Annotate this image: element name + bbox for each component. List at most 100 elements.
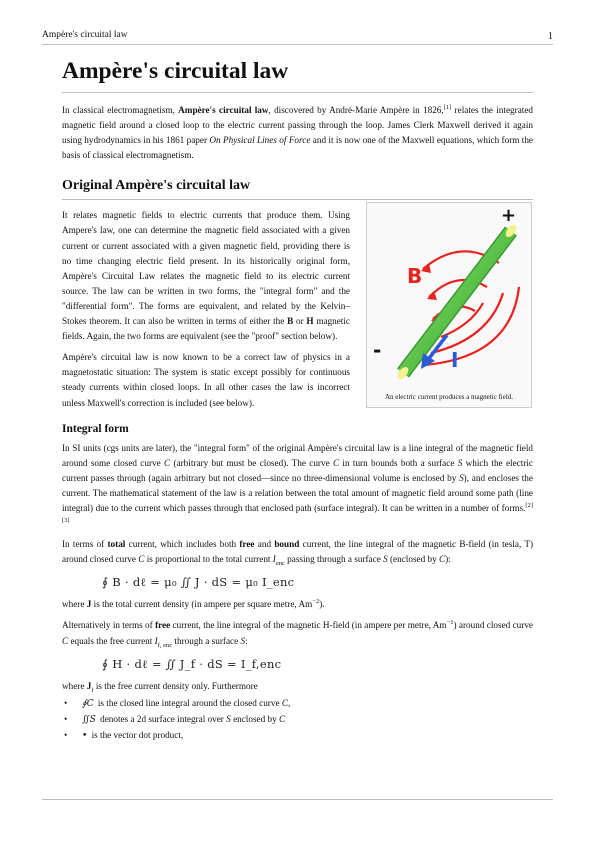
- reference-link[interactable]: [2][3]: [62, 501, 533, 524]
- term-total: total: [107, 539, 126, 550]
- var-C: C: [281, 697, 288, 708]
- term-free: free: [239, 539, 255, 550]
- arrow-head-icon: [427, 291, 437, 301]
- equation-ampere-B: ∮ B · dℓ = μ₀ ∬ J · dS = μ₀ I_enc: [102, 569, 533, 595]
- running-title: Ampère's circuital law: [42, 30, 128, 40]
- page-number: 1: [548, 31, 553, 42]
- body-text: current, the line integral of the magnet…: [170, 620, 447, 631]
- integral-paragraph-1: In SI units (cgs units are later), the "…: [62, 441, 533, 532]
- term-free: free: [155, 620, 171, 631]
- body-text: ), and encloses the current. The mathema…: [62, 472, 533, 513]
- integral-paragraph-3: where J is the total current density (in…: [62, 597, 533, 612]
- symbol-J: J: [86, 599, 92, 610]
- field-line-ring-3: [424, 287, 521, 367]
- intro-text: In classical electromagnetism,: [62, 105, 179, 115]
- body-text: or: [293, 316, 307, 327]
- body-text: where: [62, 599, 87, 610]
- integral-paragraph-2: In terms of total current, which include…: [62, 537, 533, 567]
- current-arrow: [421, 334, 449, 370]
- var-S: S: [383, 554, 388, 565]
- wire-end-negative: [397, 367, 409, 380]
- body-text: is proportional to the total current: [144, 554, 273, 565]
- var-C: C: [279, 713, 286, 724]
- original-law-text: It relates magnetic fields to electric c…: [62, 208, 350, 410]
- body-text: is the vector dot product,: [89, 729, 184, 740]
- body-text: ) around closed curve: [453, 620, 533, 631]
- var-I: I: [154, 635, 158, 646]
- equation-text: ∮ B · dℓ = μ₀ ∬ J · dS = μ₀ I_enc: [102, 575, 295, 590]
- bullet-icon: •: [64, 713, 68, 724]
- subscript-f: f: [91, 686, 94, 694]
- body-text: (enclosed by: [387, 554, 439, 565]
- body-text: is the closed line integral around the c…: [95, 697, 282, 708]
- intro-text: and it is now one of the Maxwell equatio…: [62, 135, 534, 161]
- body-text: is the total current density (in ampere …: [91, 599, 313, 610]
- field-arrowheads: [421, 263, 440, 323]
- original-law-section: It relates magnetic fields to electric c…: [62, 202, 533, 410]
- arrow-head-icon: [421, 353, 435, 370]
- body-text: :: [245, 635, 248, 646]
- var-S: S: [240, 635, 246, 646]
- body-text: and: [254, 539, 275, 550]
- symbol-B: B: [287, 316, 294, 327]
- var-C: C: [438, 554, 446, 565]
- arrow-head-icon: [421, 263, 431, 274]
- original-paragraph-1: It relates magnetic fields to electric c…: [62, 208, 350, 344]
- current-field-illustration: + - B I: [373, 207, 521, 380]
- list-item: • • is the vector dot product,: [62, 728, 533, 744]
- current-label-I: I: [451, 348, 458, 372]
- body-text: ):: [445, 554, 451, 565]
- intro-text: relates the integrated magnetic field ar…: [62, 105, 533, 146]
- minus-label: -: [373, 338, 381, 362]
- unit-exponent: −2: [312, 598, 320, 606]
- article-body: Ampère's circuital law In classical elec…: [62, 56, 533, 744]
- body-text: ,: [287, 697, 291, 708]
- body-text: where: [62, 680, 87, 691]
- intro-text: , discovered by André-Marie Ampère in 18…: [268, 105, 444, 115]
- unit-exponent: −1: [446, 619, 454, 627]
- var-C: C: [138, 554, 145, 565]
- section-heading-original: Original Ampère's circuital law: [62, 177, 533, 201]
- list-item: • ∬S denotes a 2d surface integral over …: [62, 712, 533, 728]
- var-C: C: [62, 635, 69, 646]
- symbol-H: H: [306, 316, 314, 327]
- body-text: enclosed by: [230, 713, 279, 724]
- body-text: denotes a 2d surface integral over: [97, 713, 227, 724]
- field-line-ring-2: [430, 293, 505, 355]
- integral-paragraph-5: where Jf is the free current density onl…: [62, 679, 533, 694]
- running-header: Ampère's circuital law 1: [42, 28, 553, 45]
- body-text: In terms of: [62, 539, 108, 550]
- term-bound: bound: [274, 539, 300, 550]
- subscript-f-enc: f, enc: [157, 641, 173, 649]
- body-text: ).: [319, 599, 325, 610]
- equation-text: ∮ H · dℓ = ∬ J_f · dS = I_f,enc: [102, 656, 282, 671]
- body-text: current, which includes both: [125, 539, 240, 550]
- intro-bold-term: Ampère's circuital law: [178, 105, 269, 115]
- bullet-icon: •: [64, 729, 68, 740]
- var-S: S: [459, 472, 464, 483]
- bullet-icon: •: [64, 697, 68, 708]
- var-S: S: [226, 713, 231, 724]
- body-text: Alternatively in terms of: [62, 620, 156, 631]
- subscript-enc: enc: [275, 560, 285, 568]
- body-text: equals the free current: [68, 635, 155, 646]
- var-C: C: [164, 457, 171, 468]
- body-text: which the electric current passes throug…: [62, 457, 533, 483]
- page-title: Ampère's circuital law: [62, 56, 533, 93]
- body-text: in turn bounds both a surface: [339, 457, 458, 468]
- footer-rule: [42, 799, 553, 800]
- reference-link[interactable]: [1]: [443, 103, 452, 111]
- integral-paragraph-4: Alternatively in terms of free current, …: [62, 618, 533, 648]
- var-S: S: [457, 457, 463, 468]
- field-label-B: B: [407, 264, 422, 288]
- plus-label: +: [501, 207, 516, 226]
- line-integral-symbol: ∮C: [82, 698, 94, 709]
- body-text: (arbitrary but must be closed). The curv…: [170, 457, 333, 468]
- intro-paragraph: In classical electromagnetism, Ampère's …: [62, 103, 533, 163]
- equation-ampere-H: ∮ H · dℓ = ∬ J_f · dS = I_f,enc: [102, 651, 533, 677]
- list-item: • ∮C is the closed line integral around …: [62, 696, 533, 712]
- body-text: magnetic fields. Again, the two forms ar…: [62, 316, 350, 342]
- dot-product-symbol: •: [82, 730, 88, 741]
- body-text: current, the line integral of the magnet…: [62, 539, 534, 565]
- body-text: It relates magnetic fields to electric c…: [62, 210, 350, 327]
